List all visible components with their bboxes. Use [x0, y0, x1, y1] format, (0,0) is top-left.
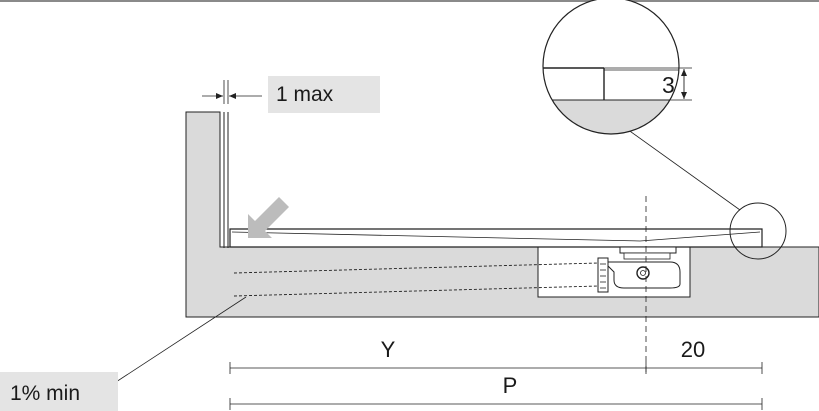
drain-pipe-bottom — [233, 285, 599, 297]
slope-leader-line — [115, 296, 247, 383]
drain-pipe-top — [233, 262, 599, 274]
gap-dimension — [202, 80, 262, 104]
magnified-detail — [543, 0, 679, 134]
detail-leader-line — [619, 123, 741, 211]
dimension-20-label: 20 — [681, 337, 705, 362]
tray-slope-line — [231, 231, 641, 242]
step-height-label: 3 — [662, 72, 675, 98]
dimension-y-label: Y — [381, 337, 396, 362]
slope-label-box — [0, 372, 118, 411]
step-dimension — [604, 67, 692, 101]
gap-label-box — [268, 76, 380, 113]
dimension-lines — [229, 362, 763, 410]
drain-assembly — [597, 246, 681, 293]
detail-marker-circle — [729, 202, 787, 260]
tray-slope-line-2 — [639, 231, 761, 242]
dimension-p-label: P — [503, 373, 518, 398]
gap-max-label: 1 max — [276, 83, 334, 106]
slope-min-label: 1% min — [10, 382, 80, 405]
concrete-floor-and-wall — [185, 111, 819, 318]
magnified-detail-circle — [542, 0, 680, 135]
installation-arrow-icon — [248, 197, 289, 238]
